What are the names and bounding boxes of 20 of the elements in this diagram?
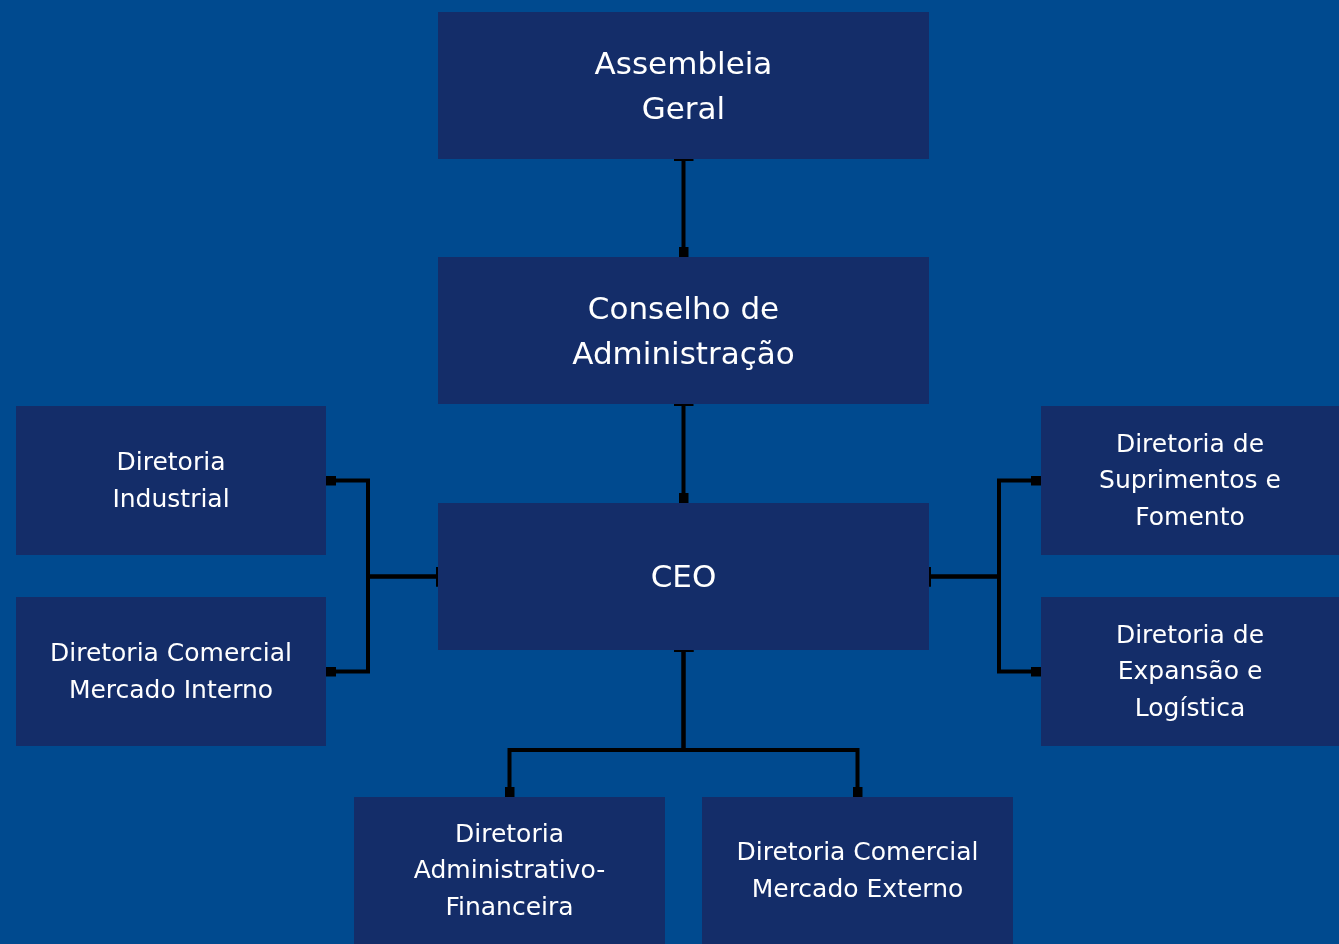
org-box — [354, 797, 665, 944]
box-title: Conselho de Administração — [571, 288, 796, 373]
org-box — [438, 503, 929, 650]
box-title: Diretoria de Expansão e Logística — [1114, 619, 1266, 724]
box-title: CEO — [650, 557, 717, 597]
box-title: Diretoria Comercial Mercado Externo — [735, 836, 980, 905]
connector-line — [673, 402, 694, 503]
org-box — [16, 406, 326, 555]
box-title: Diretoria Administrativo-Financeira — [412, 818, 607, 923]
box-title: Diretoria Comercial Mercado Interno — [48, 637, 294, 706]
box-title: Assembleia Geral — [593, 43, 774, 128]
connector-line — [673, 157, 694, 257]
org-box — [1041, 406, 1339, 555]
org-box — [438, 12, 929, 159]
org-box — [702, 797, 1013, 944]
box-title: Diretoria Industrial — [111, 446, 231, 515]
org-box — [16, 597, 326, 746]
org-box — [1041, 597, 1339, 746]
box-title: Diretoria de Suprimentos e Fomento — [1098, 428, 1282, 533]
org-box — [438, 257, 929, 404]
